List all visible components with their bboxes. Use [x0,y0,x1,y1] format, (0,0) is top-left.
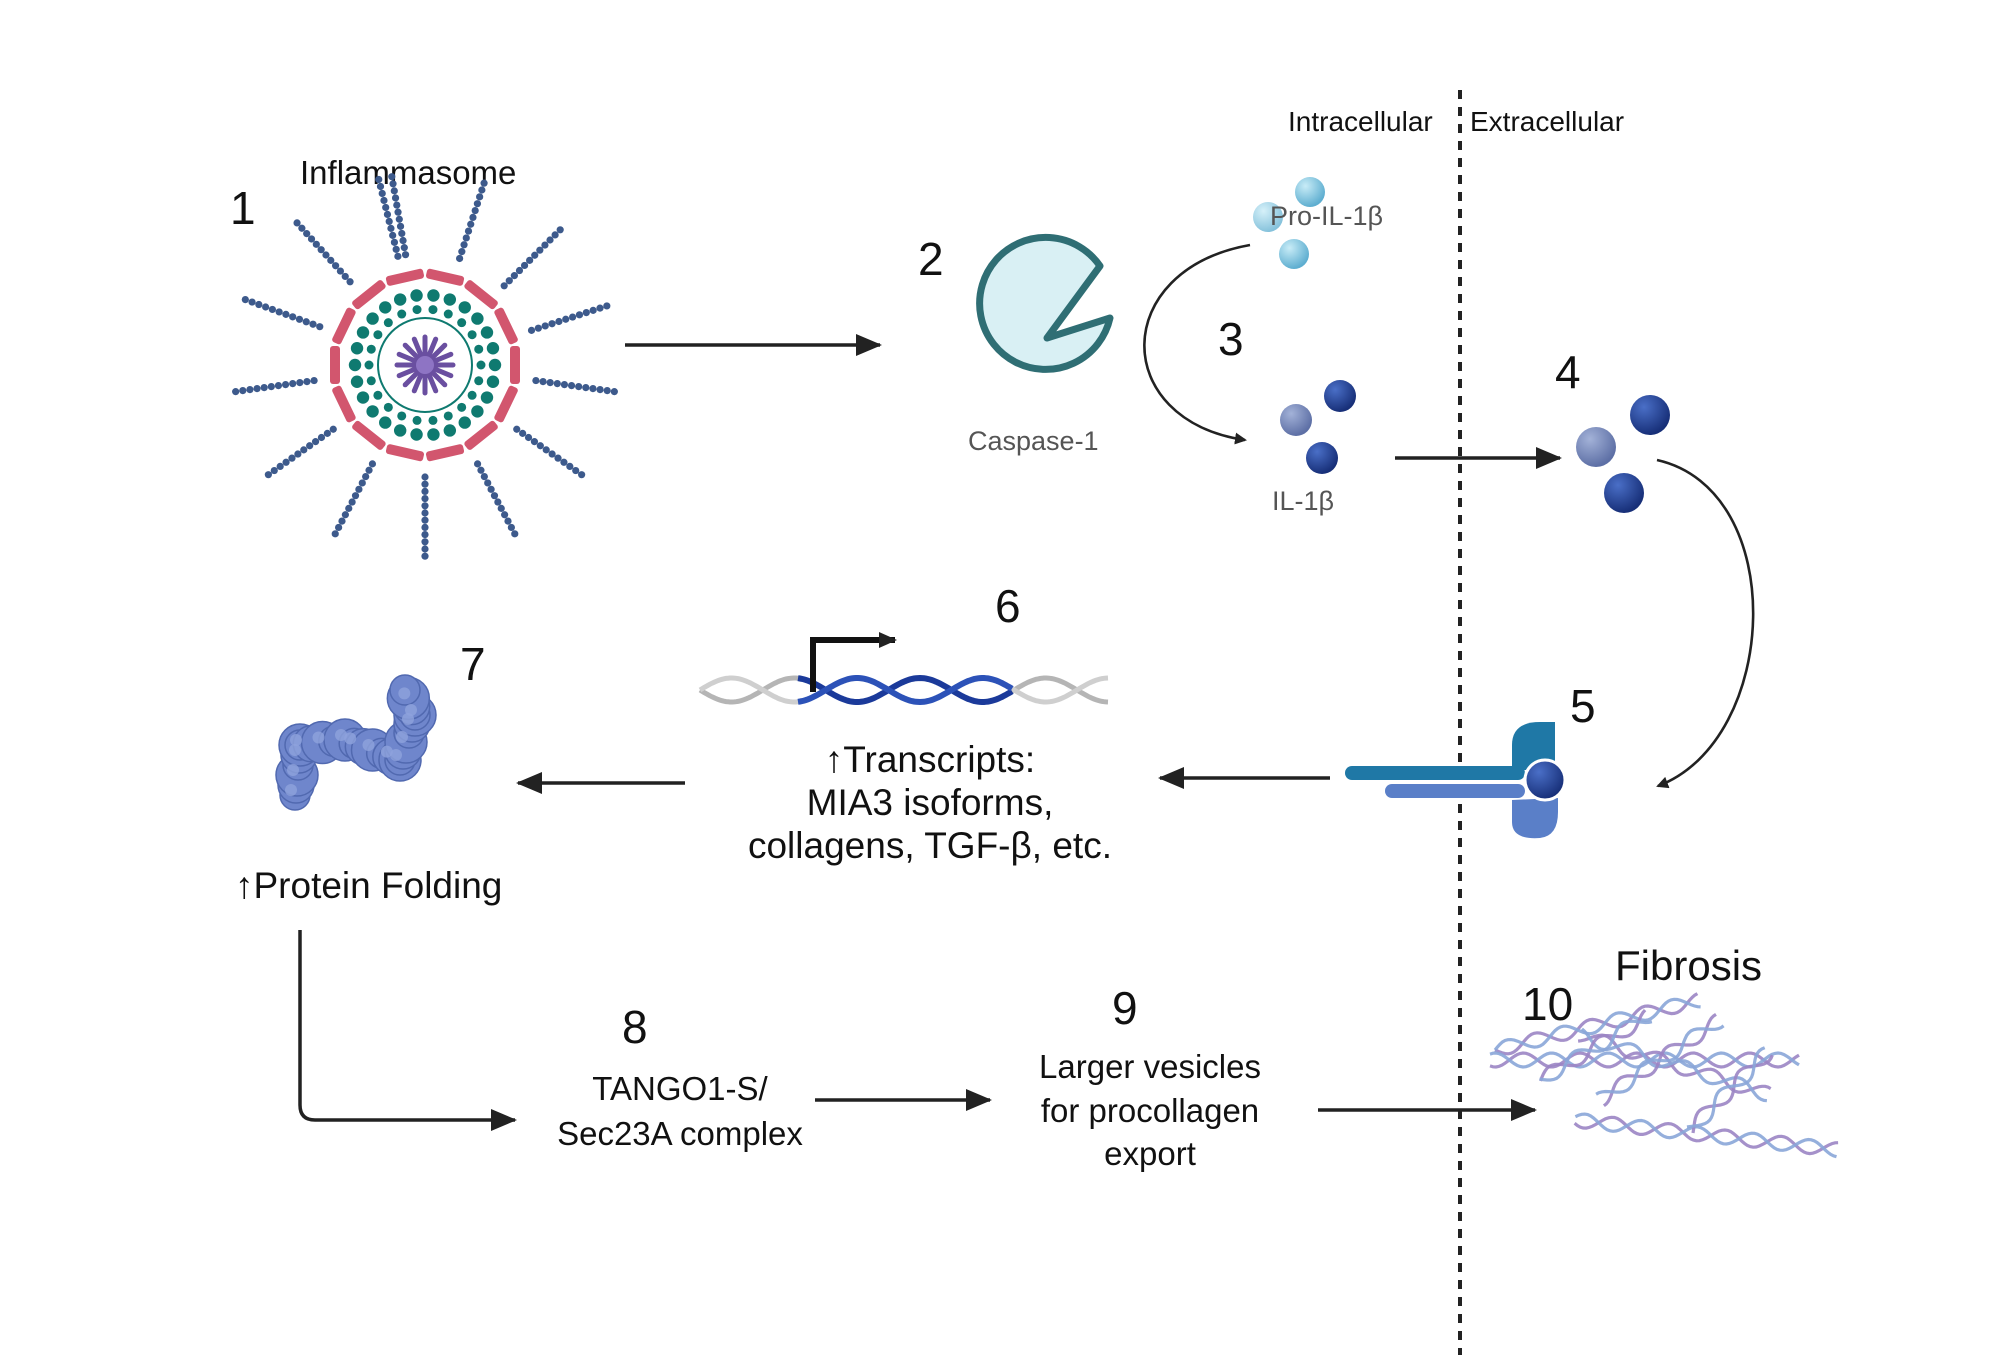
collagen-fibrils-icon [1489,992,1839,1159]
il-1b-icon [1280,380,1356,474]
il-1b-label: IL-1β [1272,486,1334,516]
step-5-number: 5 [1570,680,1596,732]
arrow-pro-il-to-il [1143,243,1251,445]
inflammasome-label: Inflammasome [300,154,516,191]
dna-helix-icon [698,674,1109,706]
transcripts-line-1: ↑Transcripts: [825,739,1035,780]
step-2-number: 2 [918,233,944,285]
step-4-number: 4 [1555,346,1581,398]
caspase-1-label: Caspase-1 [968,426,1099,456]
step-7-number: 7 [460,638,486,690]
arrow-7-to-8 [298,930,517,1131]
transcripts-line-2: MIA3 isoforms, [807,782,1054,823]
intracellular-label: Intracellular [1288,106,1433,137]
protein-folding-label: ↑Protein Folding [235,865,502,906]
step-3-number: 3 [1218,313,1244,365]
il-1-receptor-icon [1345,722,1567,839]
caspase-1-icon [976,233,1114,373]
step-10-number: 10 [1522,978,1573,1030]
vesicles-line-1: Larger vesicles [1039,1048,1261,1085]
pro-il-1b-label: Pro-IL-1β [1270,201,1383,231]
transcripts-line-3: collagens, TGF-β, etc. [748,825,1112,866]
extracellular-label: Extracellular [1470,106,1624,137]
arrow-4-to-5 [1656,458,1755,789]
vesicles-line-3: export [1104,1135,1196,1172]
step-6-number: 6 [995,580,1021,632]
step-9-number: 9 [1112,982,1138,1034]
tango1-line-2: Sec23A complex [557,1115,803,1152]
transcription-start-arrow [810,632,897,692]
tango1-line-1: TANGO1-S/ [592,1070,768,1107]
pro-il-1b-icon [1253,177,1325,269]
step-8-number: 8 [622,1001,648,1053]
inflammasome-icon [232,173,618,560]
step-1-number: 1 [230,182,256,234]
vesicles-line-2: for procollagen [1041,1092,1259,1129]
il-1b-extracellular-icon [1576,395,1670,513]
fibrosis-label: Fibrosis [1615,942,1762,989]
folded-protein-icon [275,674,437,811]
